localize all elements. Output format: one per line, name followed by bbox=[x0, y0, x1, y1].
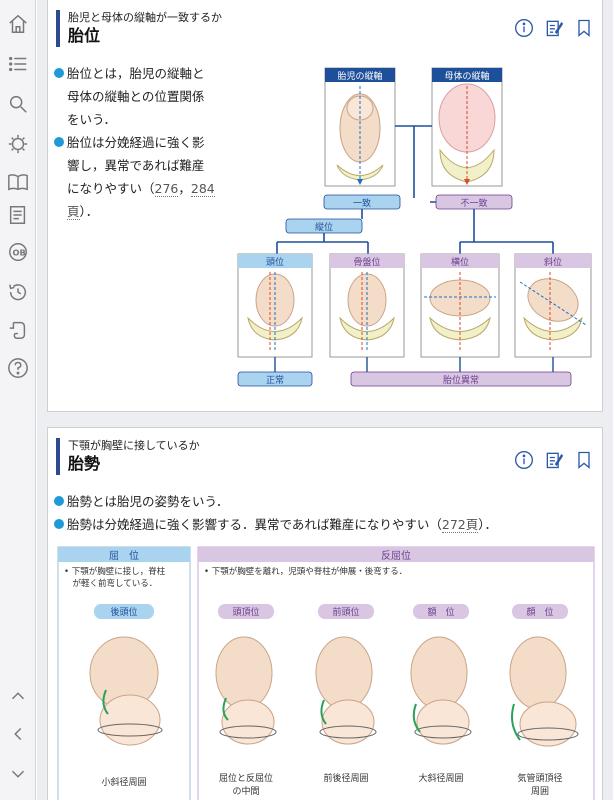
fetal-axis-box: 胎児の縦軸 bbox=[324, 67, 396, 187]
memo-edit-icon[interactable] bbox=[544, 450, 564, 470]
item-caption: 大斜径周囲 bbox=[418, 772, 463, 784]
page-link-272[interactable]: 272頁 bbox=[441, 517, 479, 533]
bullet-line: 響し，異常であれば難産 bbox=[67, 158, 205, 173]
item-caption: 前後径周囲 bbox=[323, 772, 368, 784]
section-title: 胎位 bbox=[68, 26, 101, 45]
bullet-end: ）． bbox=[478, 517, 498, 532]
position-box-vertex: 頭位 bbox=[237, 253, 313, 358]
bullet-item: 胎位は分娩経過に強く影 響し，異常であれば難産 になりやすい（276，284 頁… bbox=[54, 131, 234, 223]
chevron-down-icon[interactable] bbox=[6, 762, 30, 786]
bullet-end: ）． bbox=[79, 204, 99, 219]
abnormal-box bbox=[350, 371, 572, 387]
separator: ， bbox=[178, 181, 191, 196]
normal-label: 正常 bbox=[266, 374, 284, 386]
item-caption: 気管頭頂径 bbox=[517, 772, 562, 784]
history-icon[interactable] bbox=[6, 280, 30, 304]
bullet-line: になりやすい（276，284 bbox=[67, 177, 234, 200]
help-icon[interactable] bbox=[6, 356, 30, 380]
bullet-list: 胎位とは，胎児の縦軸と 母体の縦軸との位置関係 をいう． 胎位は分娩経過に強く影… bbox=[54, 62, 234, 223]
bullet-line: 胎位とは，胎児の縦軸と bbox=[67, 66, 205, 81]
home-icon[interactable] bbox=[6, 12, 30, 36]
maternal-axis-box: 母体の縦軸 bbox=[431, 67, 503, 187]
item-caption: 屈位と反屈位 bbox=[219, 772, 273, 784]
flexion-header: 屈 位 bbox=[109, 549, 139, 562]
flexion-note-line: • 下顎が胸壁に接し，脊柱 bbox=[64, 566, 166, 577]
position-label-oblique: 斜位 bbox=[544, 256, 562, 268]
section-header: 下顎が胸壁に接しているか 胎勢 bbox=[56, 438, 200, 475]
section-subtitle: 下顎が胸壁に接しているか bbox=[68, 439, 200, 452]
position-label-transverse: 横位 bbox=[451, 256, 469, 268]
search-icon[interactable] bbox=[6, 92, 30, 116]
item-caption: の中間 bbox=[232, 785, 259, 797]
bullet-line: 母体の縦軸との位置関係 bbox=[67, 89, 205, 104]
flexion-note-line: が軽く前弯している． bbox=[64, 578, 157, 589]
position-label-vertex: 頭位 bbox=[266, 256, 284, 268]
deflexion-item-bregma: 前頭位 前後径周囲 bbox=[315, 604, 377, 784]
deflexion-item-brow: 額 位 大斜径周囲 bbox=[410, 604, 472, 784]
notes-icon[interactable] bbox=[6, 203, 30, 227]
section-tools bbox=[514, 18, 594, 38]
position-label-breech: 骨盤位 bbox=[353, 256, 380, 268]
bullet-text: 胎勢とは胎児の姿勢をいう． bbox=[67, 494, 229, 509]
page-link-276[interactable]: 276 bbox=[154, 181, 179, 197]
longitudinal-label: 縦位 bbox=[315, 221, 333, 233]
bullet-line: 頁）． bbox=[67, 200, 234, 223]
flexion-panel: 屈 位 • 下顎が胸壁に接し，脊柱 が軽く前弯している． 後頭位 小斜径周囲 bbox=[57, 546, 191, 800]
book-icon[interactable] bbox=[6, 170, 30, 194]
deflexion-item-face: 顔 位 気管頭頂径 周囲 bbox=[509, 604, 579, 797]
section-fetal-attitude: 下顎が胸壁に接しているか 胎勢 胎勢とは胎児の姿勢をいう． 胎勢は分娩経過に強く… bbox=[47, 427, 603, 800]
deflexion-panel: 反屈位 • 下顎が胸壁を離れ，児頭や脊柱が伸展・後弯する． 頭頂位 屈位と反屈位… bbox=[197, 546, 595, 800]
match-label: 一致 bbox=[353, 197, 371, 209]
bullet-item: 胎位とは，胎児の縦軸と 母体の縦軸との位置関係 をいう． bbox=[54, 62, 234, 131]
bookmark-icon[interactable] bbox=[574, 18, 594, 38]
section-header: 胎児と母体の縦軸が一致するか 胎位 bbox=[56, 10, 222, 47]
abnormal-label: 胎位異常 bbox=[443, 374, 479, 386]
bullet-line: 胎位は分娩経過に強く影 bbox=[67, 135, 205, 150]
mismatch-label: 不一致 bbox=[460, 197, 487, 209]
fetal-attitude-diagram: 屈 位 • 下顎が胸壁に接し，脊柱 が軽く前弯している． 後頭位 小斜径周囲 反… bbox=[57, 546, 595, 800]
chevron-up-icon[interactable] bbox=[6, 684, 30, 708]
bullet-list: 胎勢とは胎児の姿勢をいう． 胎勢は分娩経過に強く影響する．異常であれば難産になり… bbox=[54, 490, 594, 536]
position-box-transverse: 横位 bbox=[420, 253, 500, 358]
page-suffix-link[interactable]: 頁 bbox=[67, 204, 80, 220]
section-tools bbox=[514, 450, 594, 470]
item-label: 顔 位 bbox=[526, 606, 553, 618]
list-icon[interactable] bbox=[6, 52, 30, 76]
settings-icon[interactable] bbox=[6, 132, 30, 156]
normal-box bbox=[237, 371, 313, 387]
bullet-line: をいう． bbox=[67, 112, 117, 127]
item-label: 額 位 bbox=[427, 606, 454, 618]
section-title: 胎勢 bbox=[68, 454, 101, 473]
position-box-breech: 骨盤位 bbox=[329, 253, 405, 358]
memo-edit-icon[interactable] bbox=[544, 18, 564, 38]
fetal-lie-diagram: 胎児の縦軸 母体の縦軸 一致 不一致 縦位 頭位 bbox=[237, 67, 592, 387]
svg-text:OB: OB bbox=[13, 248, 26, 258]
chevron-left-icon[interactable] bbox=[6, 722, 30, 746]
flexion-caption: 小斜径周囲 bbox=[101, 776, 146, 788]
bullet-item: 胎勢は分娩経過に強く影響する．異常であれば難産になりやすい（272頁）． bbox=[54, 513, 594, 536]
evernote-icon[interactable] bbox=[6, 318, 30, 342]
info-icon[interactable] bbox=[514, 18, 534, 38]
item-label: 前頭位 bbox=[332, 606, 359, 618]
info-icon[interactable] bbox=[514, 450, 534, 470]
flexion-label: 後頭位 bbox=[110, 606, 137, 618]
sidebar: OB bbox=[0, 0, 36, 800]
page-link-284[interactable]: 284 bbox=[190, 181, 215, 197]
position-box-oblique: 斜位 bbox=[514, 253, 592, 358]
section-subtitle: 胎児と母体の縦軸が一致するか bbox=[68, 11, 222, 24]
bullet-text: 胎勢は分娩経過に強く影響する．異常であれば難産になりやすい（ bbox=[67, 517, 442, 532]
bookmark-icon[interactable] bbox=[574, 450, 594, 470]
item-label: 頭頂位 bbox=[232, 606, 259, 618]
item-caption: 周囲 bbox=[531, 786, 549, 797]
bullet-item: 胎勢とは胎児の姿勢をいう． bbox=[54, 490, 594, 513]
fetal-axis-label: 胎児の縦軸 bbox=[337, 70, 382, 82]
deflexion-item-vertex: 頭頂位 屈位と反屈位 の中間 bbox=[215, 604, 277, 797]
maternal-axis-label: 母体の縦軸 bbox=[444, 70, 489, 82]
deflexion-note: • 下顎が胸壁を離れ，児頭や脊柱が伸展・後弯する． bbox=[204, 566, 407, 577]
bullet-text: になりやすい（ bbox=[67, 181, 155, 196]
ob-icon[interactable]: OB bbox=[6, 240, 30, 264]
deflexion-header: 反屈位 bbox=[381, 549, 411, 562]
section-fetal-lie: 胎児と母体の縦軸が一致するか 胎位 胎位とは，胎児の縦軸と 母体の縦軸との位置関… bbox=[47, 0, 603, 412]
